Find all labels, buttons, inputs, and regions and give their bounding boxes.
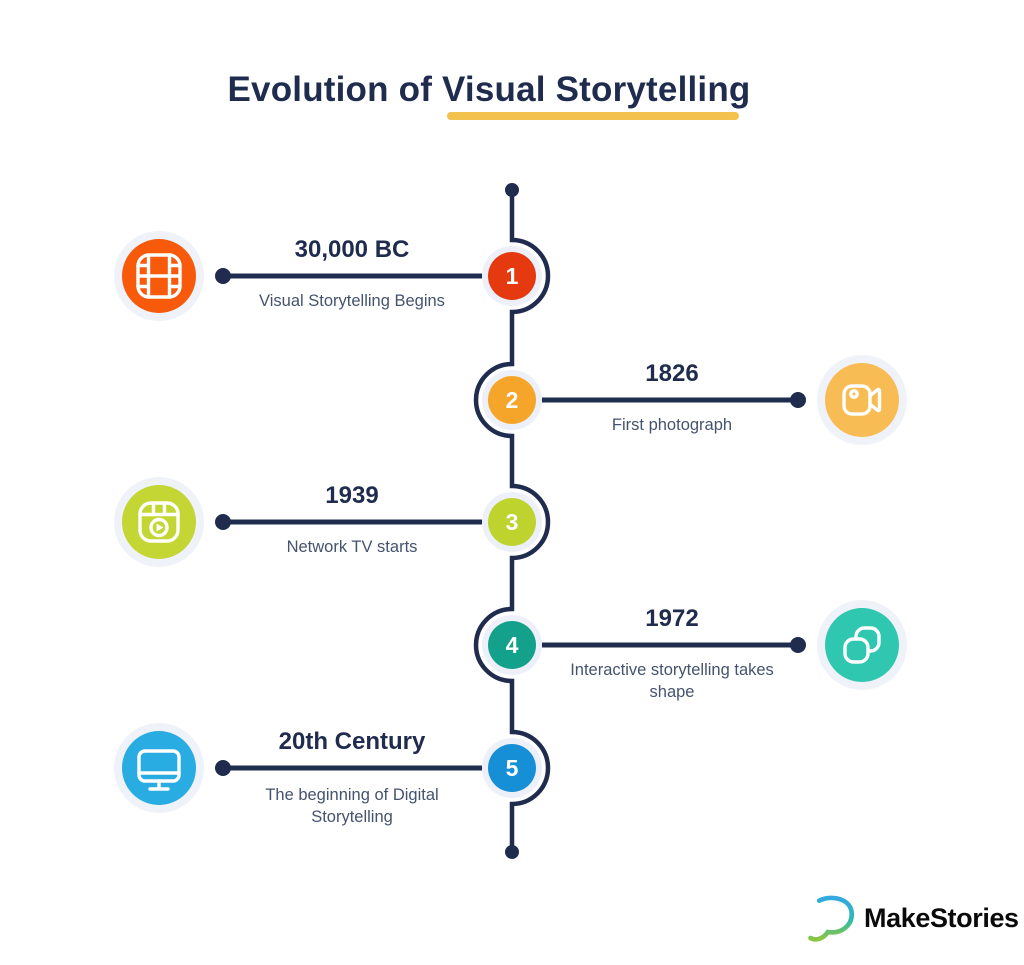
- monitor-icon: [137, 749, 181, 791]
- badge-number: 5: [505, 754, 519, 781]
- milestone-description: Visual Storytelling Begins: [259, 292, 445, 310]
- milestone-description: First photograph: [611, 416, 733, 434]
- milestone-year: 1972: [645, 605, 699, 632]
- badge-circle: [488, 376, 536, 424]
- icon-circle: [122, 731, 196, 805]
- brand-logo: MakeStories: [804, 892, 1019, 944]
- video-app-icon: [138, 501, 180, 543]
- connector-end-dot: [215, 760, 231, 776]
- milestone-2-graphics: [482, 355, 907, 445]
- connector-end-dot: [215, 268, 231, 284]
- milestone-description: The beginning of Digital Storytelling: [265, 786, 439, 826]
- timeline-spine: [473, 190, 551, 852]
- badge-number: 1: [505, 262, 519, 289]
- overlapping-squares-icon: [843, 626, 881, 664]
- badge-number: 4: [505, 631, 519, 658]
- connector-end-dot: [215, 514, 231, 530]
- badge-circle: [488, 498, 536, 546]
- makestories-logo-icon: [808, 895, 854, 942]
- milestone-year: 20th Century: [278, 728, 426, 755]
- connector-end-dot: [790, 392, 806, 408]
- milestone-year: 1939: [325, 482, 379, 509]
- makestories-logo-text: MakeStories: [864, 903, 1019, 933]
- page-title: Evolution of Visual Storytelling: [227, 70, 751, 109]
- milestone-year: 1826: [645, 360, 699, 387]
- connector-end-dot: [790, 637, 806, 653]
- badge-circle: [488, 621, 536, 669]
- badge-number: 3: [505, 508, 519, 535]
- spine-end-dot: [505, 845, 519, 859]
- milestone-year: 30,000 BC: [294, 236, 410, 263]
- milestone-description: Network TV starts: [286, 538, 418, 556]
- film-strip-icon: [136, 253, 182, 299]
- badge-circle: [488, 744, 536, 792]
- milestone-4-graphics: [482, 600, 907, 690]
- milestone-1-graphics: [114, 231, 542, 321]
- icon-circle: [122, 485, 196, 559]
- milestone-5-graphics: [114, 723, 542, 813]
- milestone-3-graphics: [114, 477, 542, 567]
- spine-start-dot: [505, 183, 519, 197]
- icon-circle: [825, 363, 899, 437]
- title-underline-decoration: [447, 112, 739, 120]
- video-camera-icon: [842, 384, 882, 416]
- badge-circle: [488, 252, 536, 300]
- milestone-description: Interactive storytelling takes shape: [570, 661, 774, 701]
- badge-number: 2: [505, 386, 519, 413]
